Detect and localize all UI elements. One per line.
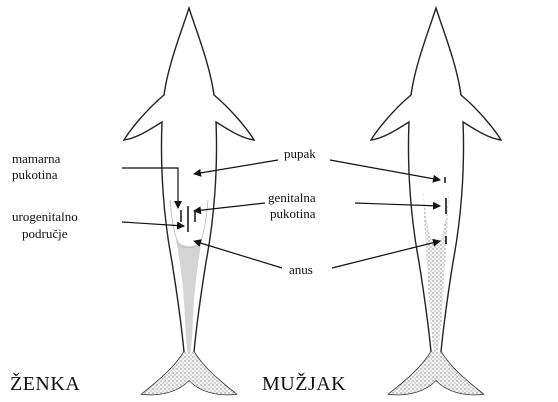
male-tail-shading	[389, 352, 483, 394]
male-dolphin	[371, 8, 501, 394]
label-male: MUŽJAK	[262, 372, 346, 395]
center-leader-lines	[194, 160, 440, 268]
label-urogenital-2: područje	[22, 226, 68, 241]
label-genital-slit-1: genitalna	[268, 190, 316, 205]
label-mammary-slit-1: mamarna	[12, 151, 61, 166]
female-tail-shading	[142, 352, 236, 394]
label-mammary-slit-2: pukotina	[12, 167, 58, 182]
label-anus: anus	[289, 262, 313, 277]
label-navel: pupak	[284, 146, 316, 161]
label-urogenital-1: urogenitalno	[12, 209, 78, 224]
label-female: ŽENKA	[10, 372, 80, 395]
female-dolphin	[124, 8, 254, 394]
label-genital-slit-2: pukotina	[270, 206, 316, 221]
